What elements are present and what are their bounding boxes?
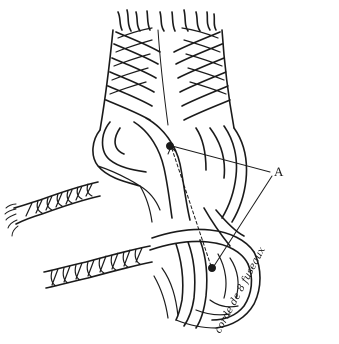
top-braided-rope (100, 10, 234, 130)
left-upper-braid-tail (5, 182, 100, 236)
left-lower-braid-tail (44, 246, 152, 288)
caption: corde de 8 fuseaux (213, 245, 268, 335)
callout-label-a: A (274, 164, 284, 179)
splice-loop-body (93, 118, 247, 246)
